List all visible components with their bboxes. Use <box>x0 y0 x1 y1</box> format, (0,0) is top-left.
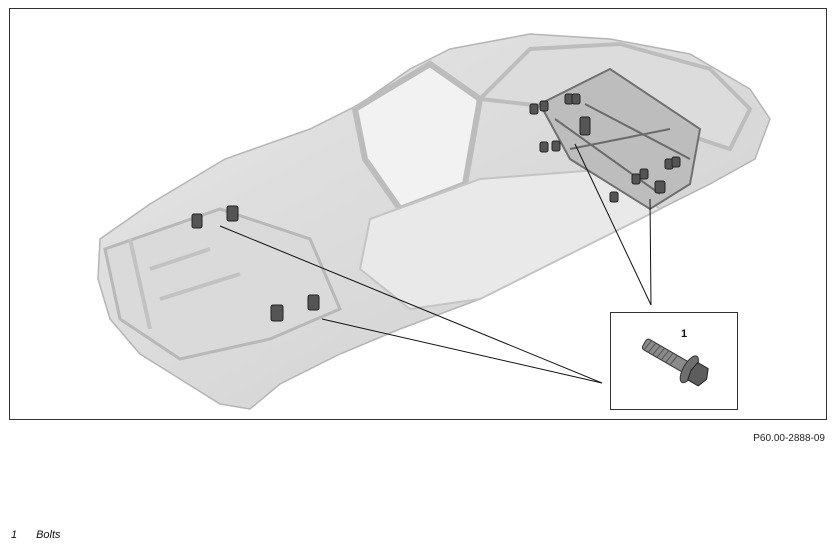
car-body-illustration <box>97 33 771 410</box>
legend-number: 1 <box>11 529 18 541</box>
bolt-icon <box>641 338 709 387</box>
bolt-markers-front <box>191 205 320 322</box>
bolt-detail-inset: 1 <box>610 312 738 410</box>
floor-pan <box>358 167 662 311</box>
leader-lines <box>219 143 652 384</box>
bolt-markers-rear <box>529 93 681 203</box>
diagram-frame: 1 <box>9 8 827 420</box>
legend: 1 Bolts <box>11 529 61 541</box>
figure-id: P60.00-2888-09 <box>753 433 825 444</box>
legend-label: Bolts <box>36 529 61 541</box>
callout-number: 1 <box>681 328 688 340</box>
